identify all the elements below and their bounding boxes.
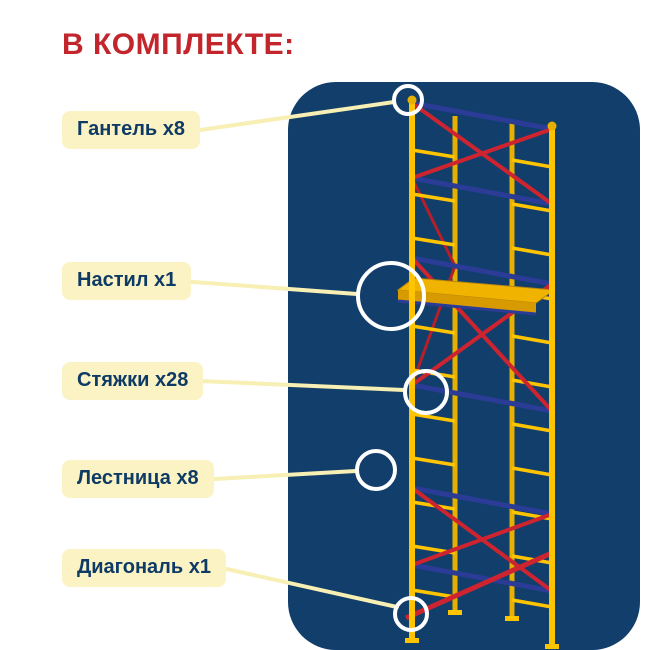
part-label-diagonal: Диагональ x1 [62, 549, 226, 587]
part-label-gantel: Гантель x8 [62, 111, 200, 149]
page-title: В КОМПЛЕКТЕ: [62, 28, 295, 61]
product-panel [288, 82, 640, 650]
part-label-styazhki: Стяжки x28 [62, 362, 204, 400]
part-label-lestnitsa: Лестница x8 [62, 460, 214, 498]
part-label-nastil: Настил x1 [62, 262, 192, 300]
